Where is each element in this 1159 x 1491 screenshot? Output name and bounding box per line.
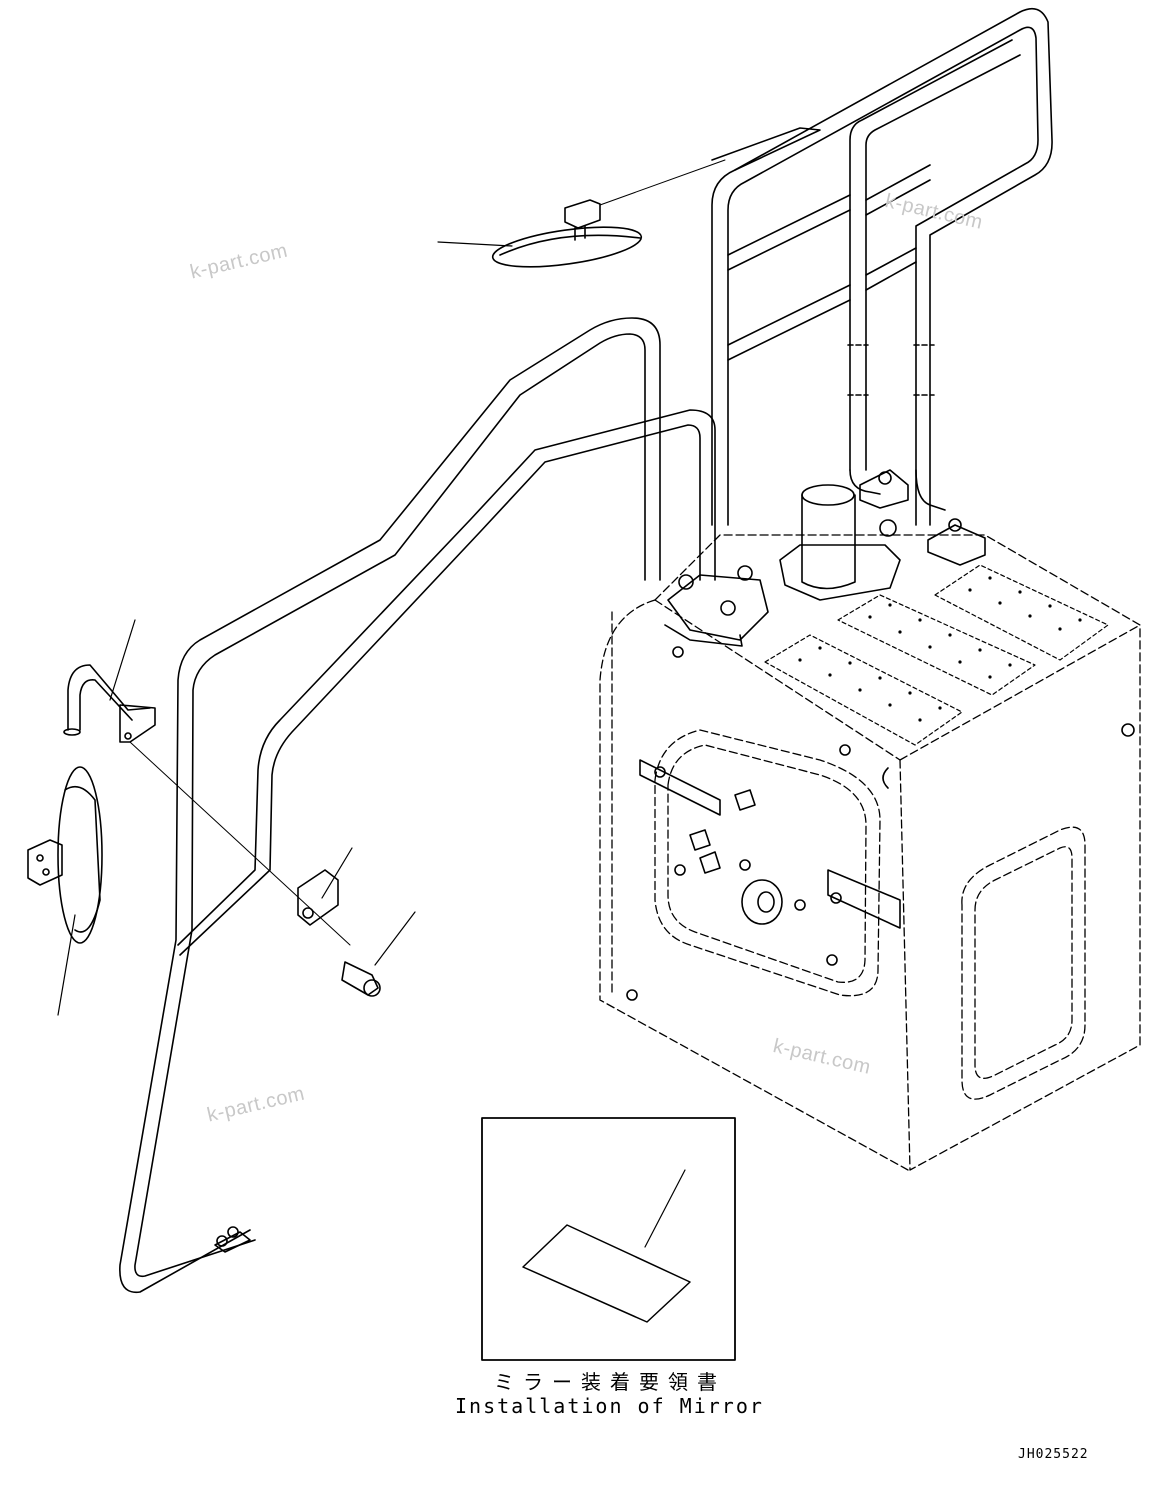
installation-inset	[481, 1117, 736, 1361]
tank-body	[599, 534, 1141, 1171]
left-mirror	[27, 619, 351, 1016]
anti-slip-dots	[798, 576, 1082, 722]
anti-slip-plates	[764, 564, 1109, 746]
tank-fittings	[626, 469, 1135, 1001]
drawing-number: JH025522	[1018, 1447, 1089, 1462]
clamp-and-bolt	[297, 847, 416, 997]
side-handrail	[119, 317, 716, 1294]
inset-caption-japanese: ミラー装着要領書	[494, 1370, 726, 1394]
handrail-assembly	[711, 7, 1053, 526]
top-mirror	[437, 159, 726, 268]
inset-caption-english: Installation of Mirror	[455, 1394, 764, 1418]
